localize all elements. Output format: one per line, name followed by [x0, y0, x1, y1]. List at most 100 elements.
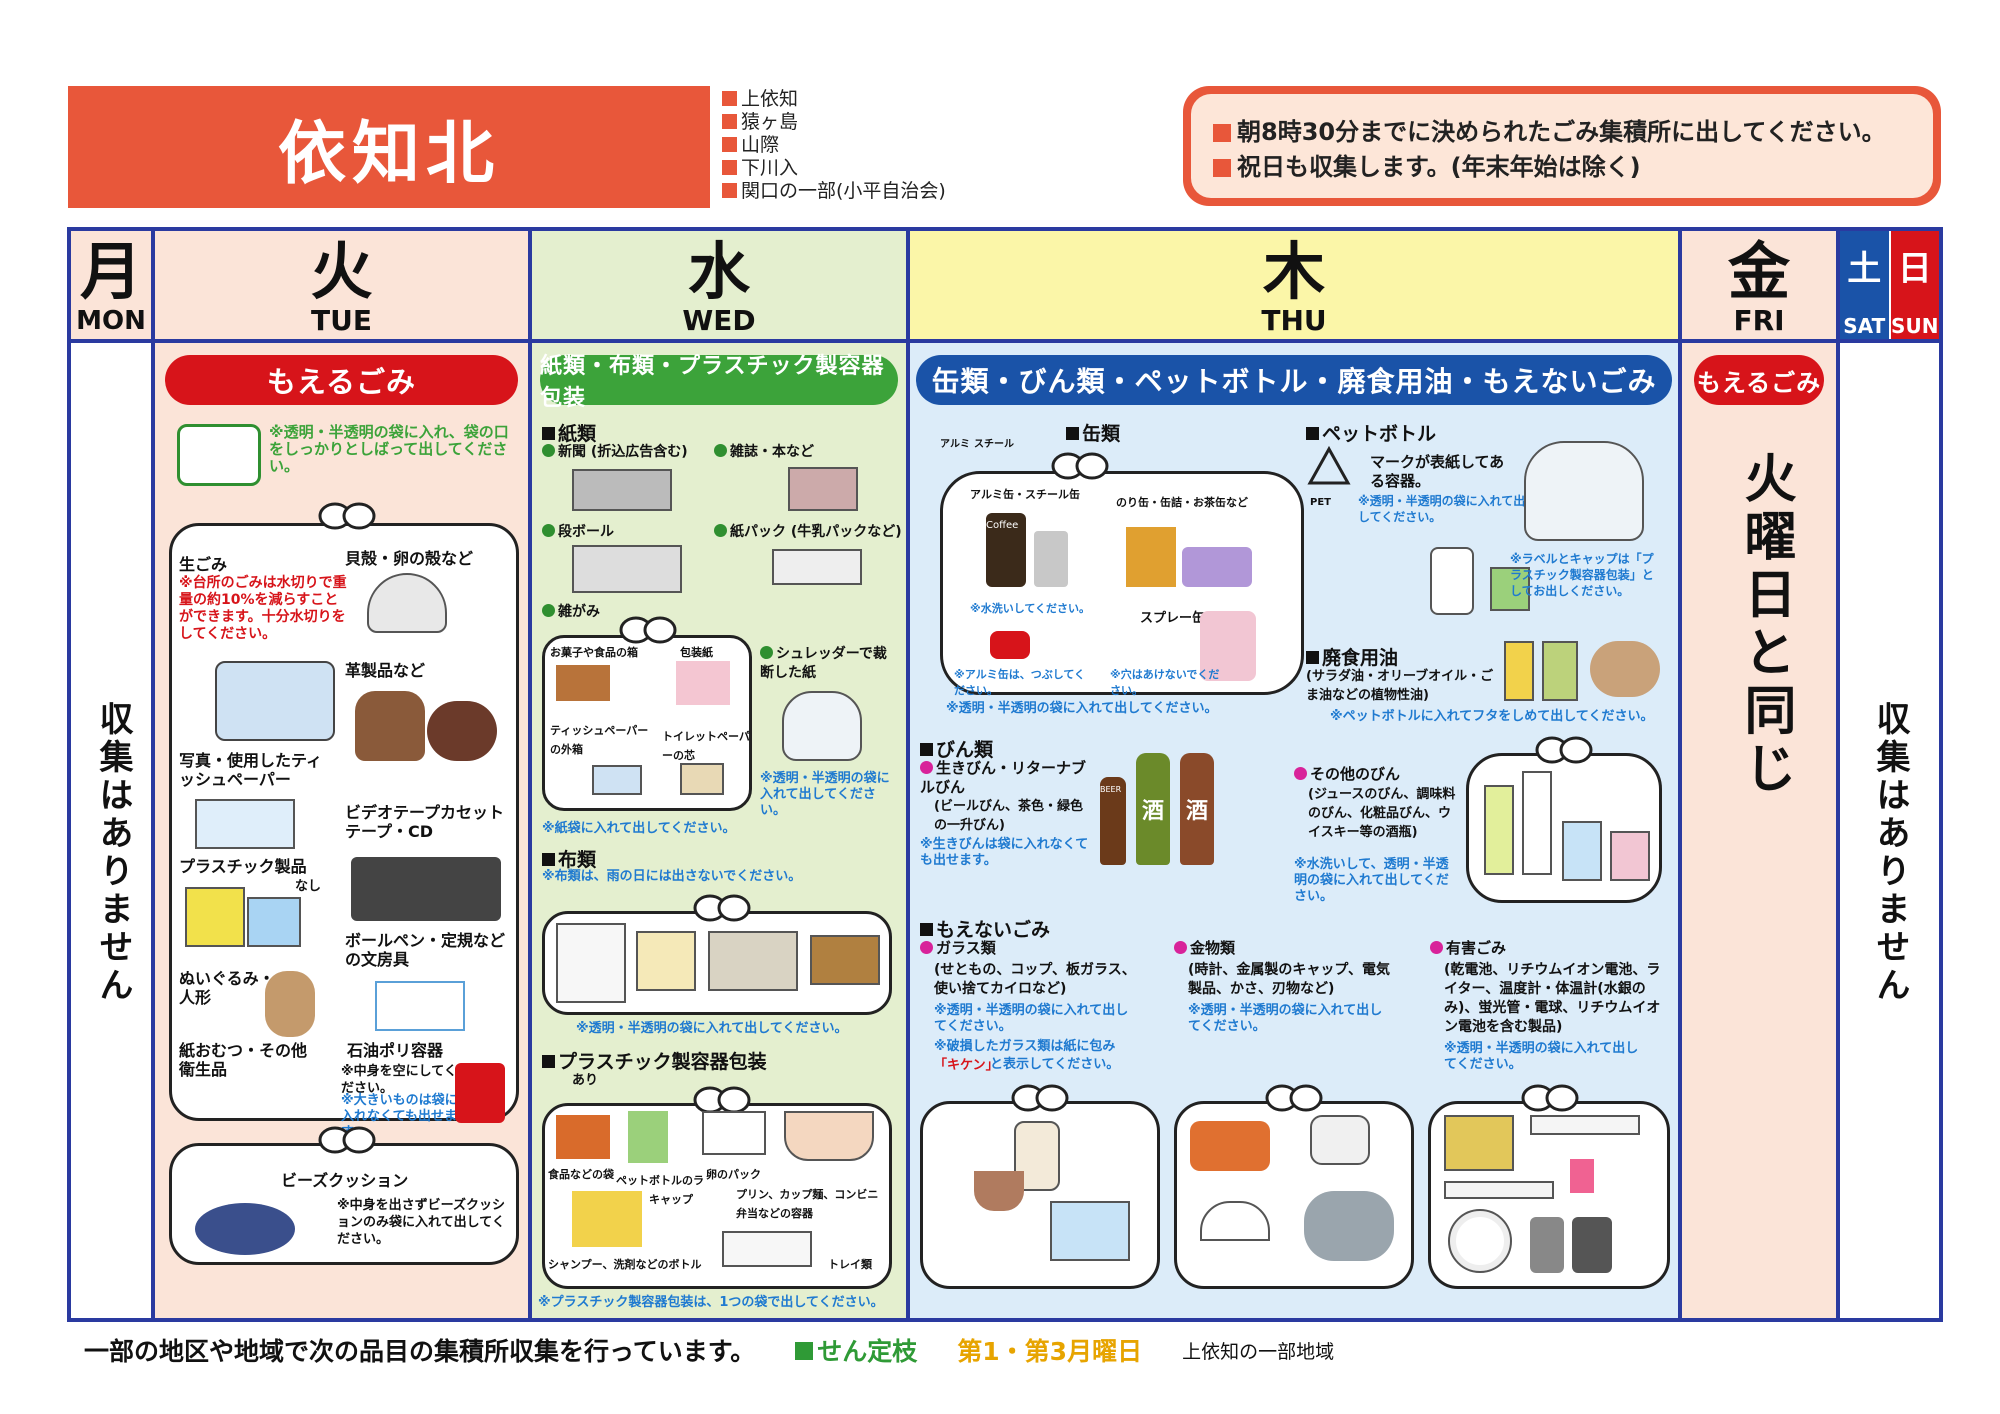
label-pudding: プリン、カップ麺、コンビニ弁当などの容器: [736, 1188, 879, 1220]
schedule-table: 月 MON 収集はありません 火 TUE もえるごみ ※透明・半透明の袋に入れ、…: [67, 227, 1943, 1322]
returnable-note: ※生きびんは袋に入れなくても出せます。: [920, 837, 1089, 868]
label-shred: シュレッダーで裁断した紙: [760, 645, 900, 683]
fri-body: 火曜日と同じ: [1735, 451, 1795, 799]
header-thu: 木 THU: [910, 231, 1678, 343]
label-tray: トレイ類: [828, 1258, 872, 1271]
area-item: 山際: [722, 134, 1002, 157]
cosmetic-bottle-icon: [1562, 821, 1602, 881]
lighter-icon: [1570, 1159, 1594, 1193]
day-kanji: 火: [310, 235, 373, 308]
oil-note: ※ペットボトルに入れてフタをしめて出してください。: [1330, 709, 1654, 724]
tissue-box-icon: [592, 765, 642, 795]
label-egg: 卵のパック: [706, 1168, 761, 1181]
pet-cap-icon: [1490, 567, 1530, 611]
day-kanji: 月: [79, 235, 142, 308]
section-paper: 紙類: [542, 419, 596, 446]
day-en: MON: [76, 306, 146, 336]
food-waste-icon: [215, 661, 335, 741]
satsun-body: 収集はありません: [1870, 701, 1910, 1005]
bow-icon: [619, 616, 677, 644]
tray-icon: [722, 1231, 812, 1267]
glass-note2: ※破損したガラス類は紙に包み: [934, 1039, 1116, 1054]
cassette-icon: [351, 857, 501, 921]
bucket-icon: [185, 887, 245, 947]
label-diaper: 紙おむつ・その他衛生品: [179, 1041, 308, 1079]
label-news: 新聞 (折込広告含む): [542, 443, 688, 462]
glove-icon: [427, 701, 497, 761]
teddy-icon: [265, 971, 315, 1037]
bow-icon: [1011, 1084, 1069, 1112]
can-hole-note: ※穴はあけないでください。: [1110, 668, 1220, 697]
can-crush-note: ※アルミ缶は、つぶしてください。: [954, 668, 1086, 697]
newspaper-icon: [572, 469, 672, 511]
day-en: SUN: [1891, 314, 1939, 338]
bag-note: ※透明・半透明の袋に入れ、袋の口をしっかりとしばって出してください。: [269, 423, 509, 475]
header-fri: 金 FRI: [1682, 231, 1836, 343]
notice-box: 朝8時30分までに決められたごみ集積所に出してください。 祝日も収集します。(年…: [1183, 86, 1941, 206]
thermometer-icon: [1530, 1115, 1640, 1135]
shampoo-icon: [572, 1191, 642, 1247]
notice-line: 祝日も収集します。(年末年始は除く): [1213, 147, 1911, 182]
label-photo: 写真・使用したティッシュペーパー: [179, 751, 323, 789]
day-en: TUE: [311, 304, 372, 337]
section-cloth: 布類: [542, 845, 596, 872]
pla-ari: あり: [572, 1073, 599, 1088]
area-item: 上依知: [722, 88, 1002, 111]
tied-bag-icon: [177, 424, 261, 486]
sake-bottle-green-icon: 酒: [1136, 753, 1170, 865]
crushed-can-icon: [990, 631, 1030, 659]
bow-icon: [318, 502, 376, 530]
section-bottles: びん類: [920, 735, 993, 762]
label-can-food: のり缶・缶詰・お茶缶など: [1116, 496, 1248, 509]
cloth-note2: ※透明・半透明の袋に入れて出してください。: [576, 1021, 848, 1036]
bow-icon: [1265, 1084, 1323, 1112]
cushion-note: ※中身を出さずビーズクッションのみ袋に入れて出してください。: [337, 1198, 505, 1247]
area-item: 関口の一部(小平自治会): [722, 180, 1002, 203]
label-pen: ボールペン・定規などの文房具: [345, 931, 506, 969]
photo-icon: [195, 799, 295, 849]
label-plastic: プラスチック製品: [179, 857, 307, 876]
label-namagomi: 生ごみ: [179, 555, 228, 574]
other-bottle-desc: (ジュースのびん、調味料のびん、化粧品びん、ウイスキー等の酒瓶): [1308, 787, 1456, 840]
label-other-bottle: その他のびん: [1294, 765, 1400, 784]
stationery-icon: [375, 981, 465, 1031]
returnable-desc: (ビールびん、茶色・緑色の一升びん): [934, 799, 1083, 833]
toy-icon: [247, 897, 301, 947]
day-en: SAT: [1843, 314, 1886, 338]
area-title-text: 依知北: [277, 114, 500, 194]
food-can-icon: [1126, 527, 1176, 587]
header-sat: 土 SAT: [1840, 231, 1891, 339]
label-leather: 革製品など: [345, 661, 426, 680]
kiken-label: 「キケン」: [934, 1058, 999, 1073]
label-carton: 紙パック (牛乳パックなど): [714, 523, 902, 542]
cup-noodle-icon: [784, 1111, 874, 1161]
label-magazine: 雑誌・本など: [714, 443, 814, 462]
bow-icon: [1521, 1084, 1579, 1112]
column-satsun: 土 SAT 日 SUN 収集はありません: [1840, 231, 1939, 1318]
header-mon: 月 MON: [71, 231, 151, 343]
section-oil: 廃食用油: [1306, 643, 1398, 670]
section-nonburn: もえないごみ: [920, 915, 1050, 942]
vacuum-icon: [1304, 1191, 1394, 1261]
day-en: THU: [1261, 304, 1327, 337]
shirt-icon: [556, 923, 626, 1003]
category-paper-cloth-plastic: 紙類・布類・プラスチック製容器包装: [540, 354, 898, 411]
footer-schedule: 第1・第3月曜日: [957, 1337, 1143, 1366]
glass-note3: と表示してください。: [990, 1057, 1120, 1072]
battery-icon: [1444, 1115, 1514, 1171]
footer-item: せん定枝: [795, 1332, 917, 1368]
magazine-icon: [788, 467, 858, 511]
pet-bag-icon: [1524, 441, 1644, 541]
bow-icon: [1051, 452, 1109, 480]
notice-line: 朝8時30分までに決められたごみ集積所に出してください。: [1213, 112, 1911, 147]
ring-lamp-icon: [1448, 1209, 1512, 1273]
day-kanji: 金: [1727, 235, 1790, 308]
namagomi-note: ※台所のごみは水切りで重量の約10%を減らすことができます。十分水切りをしてくだ…: [179, 575, 347, 642]
pet-icon-label: PET: [1310, 497, 1331, 508]
tea-can-icon: [1182, 547, 1252, 587]
label-metal: 金物類: [1174, 939, 1235, 958]
glass-note: ※透明・半透明の袋に入れて出してください。: [934, 1003, 1129, 1034]
olive-oil-icon: [1542, 641, 1578, 701]
label-video: ビデオテープカセットテープ・CD: [345, 803, 505, 841]
sake-bottle-brown-icon: 酒: [1180, 753, 1214, 865]
